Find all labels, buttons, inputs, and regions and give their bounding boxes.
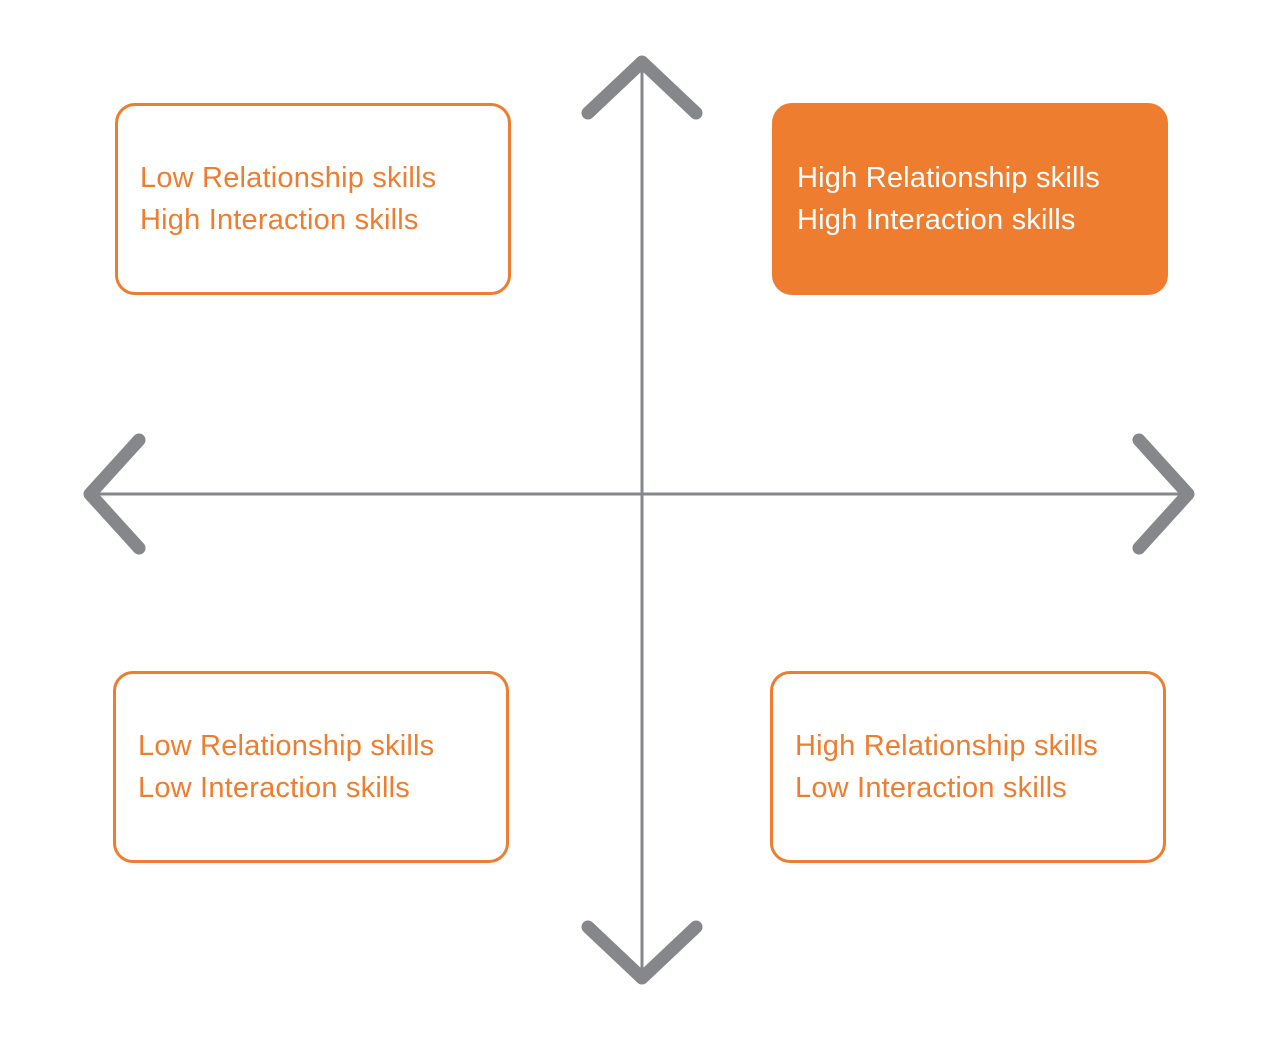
quadrant-label-line: Low Interaction skills <box>795 772 1067 804</box>
right-arrowhead-icon <box>1132 433 1195 555</box>
quadrant-label-line: Low Interaction skills <box>138 772 410 804</box>
up-arrowhead-icon <box>581 55 703 120</box>
quadrant-box-bottom-right: High Relationship skills Low Interaction… <box>770 671 1166 863</box>
quadrant-label-line: High Relationship skills <box>797 162 1100 194</box>
quadrant-label-line: High Relationship skills <box>795 730 1098 762</box>
down-arrowhead-icon <box>581 920 703 985</box>
quadrant-box-bottom-left: Low Relationship skills Low Interaction … <box>113 671 509 863</box>
quadrant-label-line: High Interaction skills <box>797 204 1076 236</box>
quadrant-label-line: High Interaction skills <box>140 204 419 236</box>
quadrant-label-line: Low Relationship skills <box>140 162 437 194</box>
quadrant-label-line: Low Relationship skills <box>138 730 435 762</box>
left-arrowhead-icon <box>83 433 146 555</box>
quadrant-box-top-right: High Relationship skills High Interactio… <box>772 103 1168 295</box>
quadrant-box-top-left: Low Relationship skills High Interaction… <box>115 103 511 295</box>
